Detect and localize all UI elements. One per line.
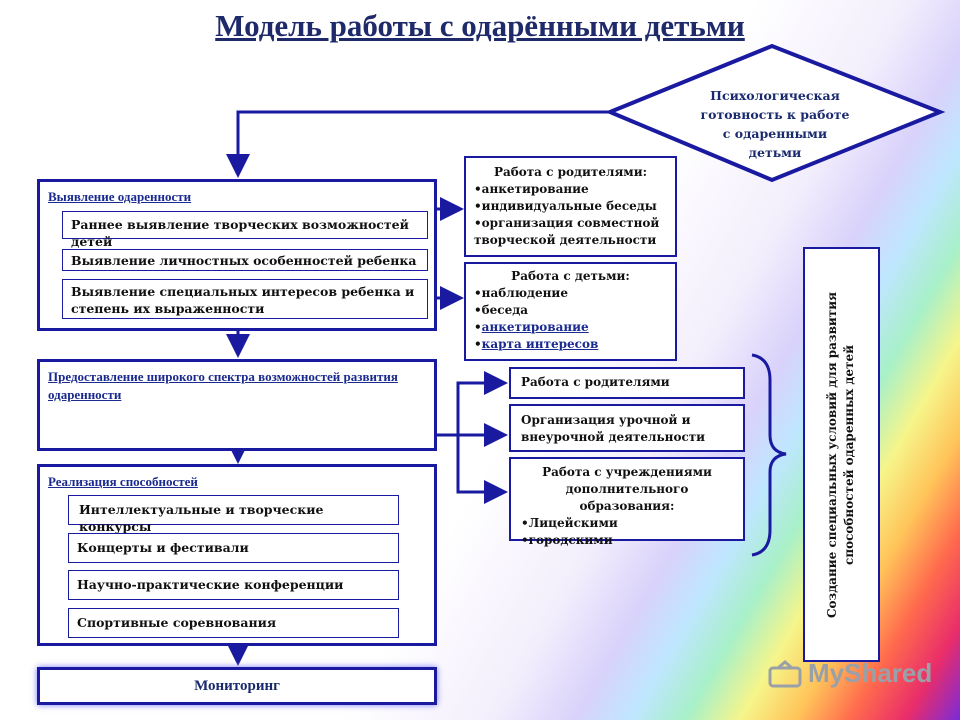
diamond-text: Психологическая готовность к работе с од…: [680, 86, 870, 162]
children-work-item-4: •карта интересов: [474, 337, 599, 351]
parents-work-item-2: •индивидуальные беседы: [474, 199, 657, 213]
vertical-conditions-text: Создание специальных условий для развити…: [805, 250, 878, 660]
children-work-heading: Работа с детьми:: [511, 269, 630, 283]
identification-item-2: Выявление личностных особенностей ребенк…: [62, 249, 428, 271]
parents-work-item-3: •организация совместной: [474, 216, 660, 230]
diamond-line-4: детьми: [748, 145, 802, 160]
children-work-item-2: •беседа: [474, 303, 529, 317]
identification-item-1: Раннее выявление творческих возможностей…: [62, 211, 428, 249]
right-institutions-item-2: •городскими: [521, 533, 613, 547]
parents-work-item-1: •анкетирование: [474, 182, 589, 196]
identification-item-3: Выявление специальных интересов ребенка …: [62, 279, 428, 319]
myshared-logo-icon: [768, 660, 802, 688]
realization-item-2: Концерты и фестивали: [68, 533, 399, 563]
vertical-conditions-box: [803, 247, 880, 662]
children-work-item-3: •анкетирование: [474, 320, 589, 334]
monitoring-label: Мониторинг: [194, 678, 280, 694]
realization-item-1: Интеллектуальные и творческие конкурсы: [68, 495, 399, 534]
parents-work-item-4: творческой деятельности: [474, 233, 657, 247]
myshared-watermark: MyShared: [808, 658, 933, 688]
vertical-line-1: Создание специальных условий для развити…: [825, 291, 840, 619]
children-work-box: Работа с детьми: •наблюдение •беседа •ан…: [464, 262, 677, 361]
monitoring-box: Мониторинг: [37, 667, 437, 705]
children-work-link-questionnaire[interactable]: анкетирование: [481, 320, 589, 334]
vertical-line-2: способностей одаренных детей: [842, 345, 857, 565]
diamond-line-1: Психологическая: [710, 88, 840, 103]
right-institutions-box: Работа с учреждениями дополнительного об…: [509, 457, 745, 547]
realization-item-3: Научно-практические конференции: [68, 570, 399, 600]
children-work-link-interest-map[interactable]: карта интересов: [481, 337, 599, 351]
realization-item-4: Спортивные соревнования: [68, 608, 399, 638]
diamond-line-3: с одаренными: [722, 126, 828, 141]
section-identification-heading: Выявление одаренности: [48, 189, 192, 204]
parents-work-heading: Работа с родителями:: [493, 165, 648, 179]
right-institutions-item-1: •Лицейскими: [521, 516, 618, 530]
section-opportunities-heading: Предоставление широкого спектра возможно…: [48, 369, 398, 402]
section-realization-heading: Реализация способностей: [48, 474, 198, 489]
section-opportunities: Предоставление широкого спектра возможно…: [37, 359, 437, 451]
right-activity-label: Организация урочной и внеурочной деятель…: [521, 413, 706, 444]
children-work-item-1: •наблюдение: [474, 286, 568, 300]
diamond-line-2: готовность к работе: [700, 107, 850, 122]
parents-work-box: Работа с родителями: •анкетирование •инд…: [464, 156, 677, 257]
right-parents-label: Работа с родителями: [521, 375, 670, 389]
page-title: Модель работы с одарёнными детьми: [215, 8, 745, 43]
right-activity-box: Организация урочной и внеурочной деятель…: [509, 404, 745, 452]
right-parents-box: Работа с родителями: [509, 367, 745, 399]
right-institutions-heading: Работа с учреждениями дополнительного об…: [542, 465, 712, 513]
